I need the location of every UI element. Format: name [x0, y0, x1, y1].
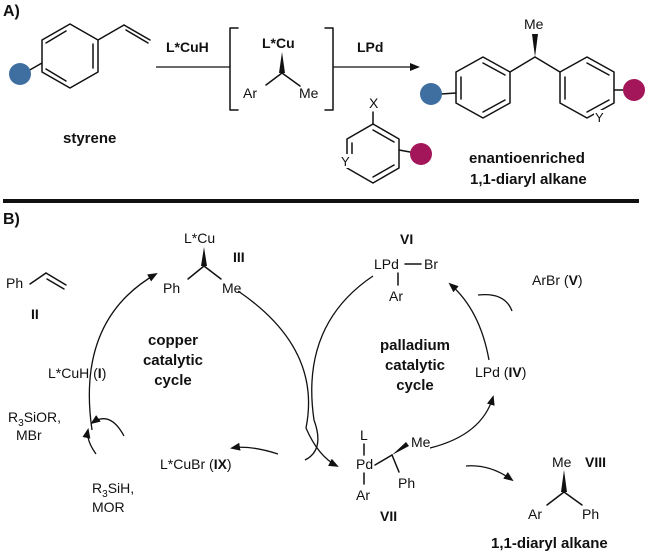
viii-me: Me — [552, 454, 572, 470]
blue-substituent-circle — [9, 63, 31, 85]
copper-cycle-label-2: catalytic — [143, 352, 203, 369]
vii-l: L — [360, 427, 368, 443]
product-me: Me — [524, 16, 544, 32]
copper-arc-iii-to-vii — [237, 290, 339, 467]
vi-br: Br — [424, 256, 438, 272]
intermediate-cu-label: L*Cu — [262, 35, 295, 51]
byproduct-mbr: MBr — [16, 427, 42, 443]
vii-pd: Pd — [356, 456, 373, 472]
palladium-cycle-label-2: catalytic — [385, 357, 445, 374]
styrene-structure — [9, 23, 151, 89]
intermediate-iii-structure: L*Cu Ph Me — [163, 230, 242, 296]
product-y: Y — [595, 110, 604, 125]
iii-cu-label: L*Cu — [184, 230, 215, 246]
iii-label: III — [233, 249, 245, 265]
viii-ar: Ar — [528, 506, 542, 522]
copper-cycle-label-3: cycle — [154, 372, 192, 389]
vii-ar: Ar — [356, 487, 370, 503]
byproduct-r3sior: R3SiOR, — [8, 409, 61, 429]
vii-me: Me — [411, 434, 431, 450]
copper-arc-ix-up — [82, 428, 97, 455]
iii-me: Me — [222, 280, 242, 296]
reagent-l-cuh: L*CuH — [166, 39, 209, 55]
product-caption-b: 1,1-diaryl alkane — [491, 535, 608, 552]
reagent-arbr: ArBr (V) — [532, 272, 583, 288]
catalyst-iv: LPd (IV) — [475, 364, 526, 380]
catalyst-ix: L*CuBr (IX) — [160, 456, 232, 472]
vi-label: VI — [400, 231, 413, 247]
product-caption-line2: 1,1-diaryl alkane — [470, 171, 587, 188]
panel-b-label: B) — [3, 211, 20, 228]
styrene-ii-structure: Ph — [6, 272, 67, 291]
palladium-arc-iv-to-vi — [448, 282, 490, 361]
magenta-substituent-circle-reactant — [410, 143, 432, 165]
vii-label: VII — [380, 508, 397, 524]
palladium-cycle-label-1: palladium — [380, 337, 450, 354]
product-viii-structure: Me Ar Ph — [528, 454, 599, 522]
intermediate-wedge-bond — [279, 52, 285, 73]
side-arrow-arbr — [477, 293, 513, 312]
intermediate-me: Me — [299, 85, 319, 101]
vi-lpd: LPd — [374, 256, 399, 272]
product-caption-line1: enantioenriched — [469, 150, 585, 167]
panel-a-label: A) — [3, 3, 20, 20]
aryl-halide-y: Y — [341, 154, 350, 169]
copper-arc-i-to-iii — [88, 273, 158, 431]
reagent-r3sih: R3SiH, — [92, 480, 134, 500]
styrene-ii-ph: Ph — [6, 275, 23, 291]
palladium-cycle-label-3: cycle — [396, 377, 434, 394]
copper-arc-ix-to-i — [230, 442, 279, 455]
bracket-right — [324, 27, 334, 111]
styrene-caption: styrene — [63, 130, 116, 147]
side-arrow-product — [465, 465, 514, 482]
intermediate-vii-structure: L Pd Ar Me Ph — [356, 427, 431, 503]
product-wedge-bond — [532, 34, 538, 57]
intermediate-ar: Ar — [243, 85, 257, 101]
iii-ph: Ph — [163, 280, 180, 296]
side-arrow-r3sih — [90, 415, 125, 437]
blue-substituent-circle-product — [420, 83, 442, 105]
bracket-left — [229, 27, 239, 111]
iii-wedge-bond — [201, 247, 207, 266]
reagent-lpd: LPd — [357, 39, 383, 55]
palladium-arc-vii-to-iv — [429, 395, 495, 449]
vi-ar: Ar — [389, 288, 403, 304]
vii-ph: Ph — [398, 475, 415, 491]
vii-wedge-bond — [392, 442, 409, 455]
magenta-substituent-circle-product — [623, 79, 645, 101]
product-structure: Me Y — [420, 16, 645, 125]
viii-wedge-bond — [561, 470, 567, 492]
panel-divider — [3, 199, 639, 203]
catalyst-i: L*CuH (I) — [48, 365, 106, 381]
styrene-ii-label: II — [31, 306, 39, 322]
palladium-arc-vi-to-vii — [304, 275, 374, 461]
reagent-mor: MOR — [92, 499, 125, 515]
viii-label: VIII — [585, 454, 606, 470]
aryl-halide-x: X — [369, 95, 379, 111]
aryl-halide-structure: X Y — [340, 95, 432, 184]
copper-cycle-label-1: copper — [148, 332, 198, 349]
viii-ph: Ph — [582, 506, 599, 522]
